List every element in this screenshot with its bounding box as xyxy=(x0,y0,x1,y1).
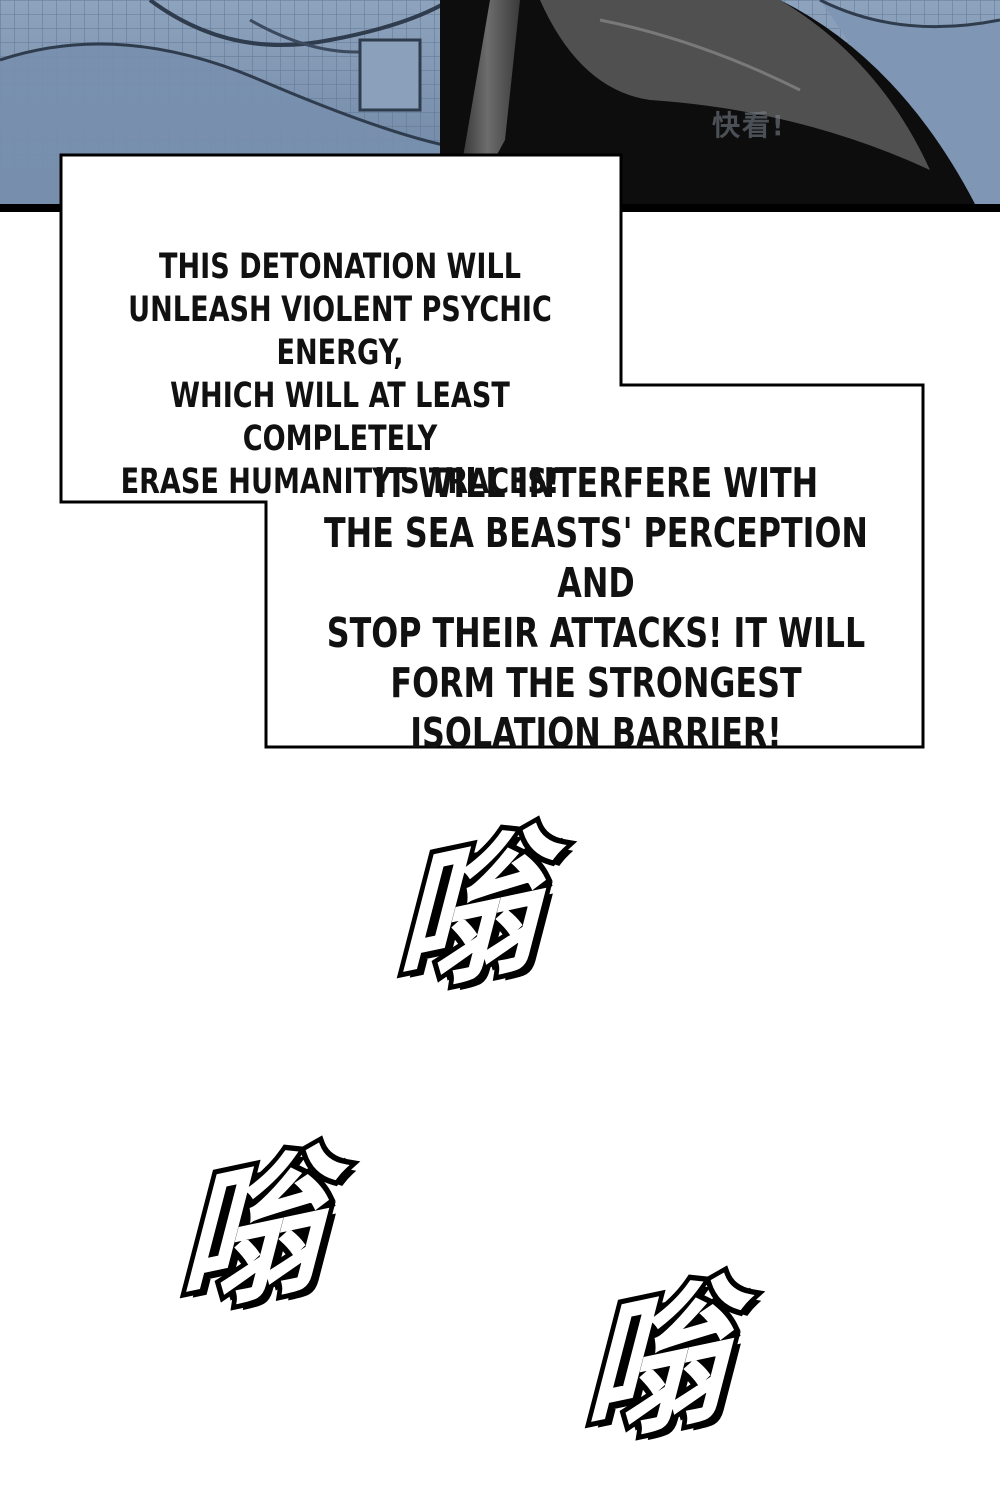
caption-1-text: THIS DETONATION WILL UNLEASH VIOLENT PSY… xyxy=(120,247,560,502)
caption-box-outline xyxy=(59,153,925,749)
sound-effect-1: 嗡 xyxy=(386,805,549,1025)
watermark-logo: 快看! xyxy=(712,109,786,142)
caption-2-text: IT WILL INTERFERE WITH THE SEA BEASTS' P… xyxy=(323,459,868,757)
sound-effect-3: 嗡 xyxy=(574,1255,737,1475)
sound-effect-2: 嗡 xyxy=(169,1125,332,1345)
